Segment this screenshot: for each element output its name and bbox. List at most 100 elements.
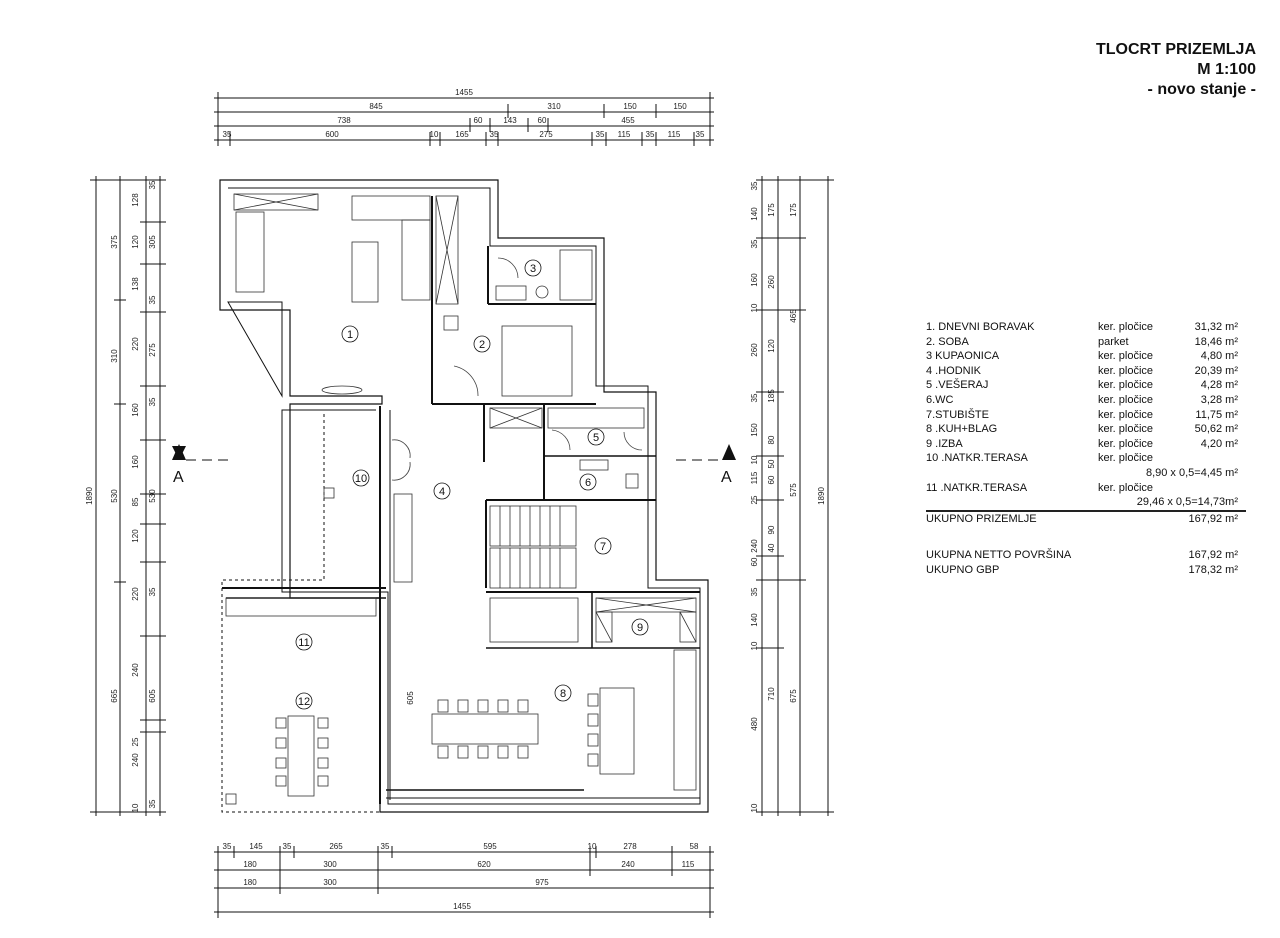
dimension-label: 675 <box>789 689 798 703</box>
dimension-label: 260 <box>767 275 776 289</box>
dimension-label: 160 <box>131 455 140 469</box>
room-number-circle <box>341 325 359 343</box>
room-number-label: 8 <box>560 688 566 700</box>
dimension-label: 1890 <box>85 487 94 505</box>
gbp-label: UKUPNO GBP <box>926 563 1000 576</box>
room-name: 11 .NATKR.TERASA <box>926 481 1028 494</box>
room-material: ker. pločice <box>1098 393 1154 406</box>
dimension-label: 10 <box>750 455 759 464</box>
room-name: 6.WC <box>926 393 954 406</box>
dimension-label: 710 <box>767 687 776 701</box>
dimension-label: 845 <box>369 102 383 111</box>
net-area-value: 167,92 m² <box>1188 549 1238 562</box>
dimension-label: 240 <box>131 663 140 677</box>
room-area-formula: 29,46 x 0,5=14,73m² <box>926 495 1246 511</box>
dimension-label: 575 <box>789 483 798 497</box>
dimension-label: 620 <box>477 860 491 869</box>
dimension-label: 375 <box>110 235 119 249</box>
room-area: 11,75 m² <box>1195 408 1238 421</box>
dimension-label: 35 <box>490 130 499 139</box>
room-area: 18,46 m² <box>1194 335 1238 348</box>
gbp-value: 178,32 m² <box>1188 563 1238 576</box>
gbp-row: UKUPNO GBP 178,32 m² <box>926 563 1246 578</box>
dimension-label: 50 <box>767 459 776 468</box>
dimension-label: 40 <box>767 543 776 552</box>
dimension-label: 115 <box>668 130 681 139</box>
dimension-label: 605 <box>148 689 157 703</box>
dimension-label: 240 <box>621 860 635 869</box>
dimension-label: 35 <box>148 587 157 596</box>
dimension-label: 180 <box>243 860 257 869</box>
terrace-outlines <box>221 414 380 813</box>
room-area: 4,20 m² <box>1200 437 1238 450</box>
dimension-label: 310 <box>110 349 119 363</box>
dimension-label: 10 <box>750 303 759 312</box>
doors <box>391 257 643 481</box>
drawing-title: TLOCRT PRIZEMLJA M 1:100 - novo stanje - <box>1096 40 1256 100</box>
room-area: 50,62 m² <box>1194 423 1238 436</box>
room-number-circle <box>295 692 313 710</box>
dimension-label: 465 <box>789 309 798 323</box>
dimension-label: 1455 <box>455 88 473 97</box>
dimension-label: 150 <box>673 102 687 111</box>
total-ground-label: UKUPNO PRIZEMLJE <box>926 512 1037 525</box>
dimension-label: 85 <box>131 497 140 506</box>
dimension-label: 35 <box>596 130 605 139</box>
title-line-1: TLOCRT PRIZEMLJA <box>1096 41 1256 58</box>
room-number-circle <box>631 618 649 636</box>
room-name: 4 .HODNIK <box>926 364 982 377</box>
dimension-label: 60 <box>750 557 759 566</box>
dimension-label: 240 <box>750 539 759 553</box>
dimension-label: 25 <box>750 495 759 504</box>
room-area: 4,80 m² <box>1200 350 1238 363</box>
dimension-label: 140 <box>750 207 759 221</box>
dimension-label: 35 <box>283 842 292 851</box>
room-area: 4,28 m² <box>1200 379 1238 392</box>
left-dimension-lines <box>90 176 166 816</box>
dimension-label: 738 <box>337 116 351 125</box>
stairs <box>489 505 577 589</box>
dimension-label: 240 <box>131 753 140 767</box>
dimension-label: 140 <box>750 613 759 627</box>
dimension-label: 120 <box>767 339 776 353</box>
dimension-label: 60 <box>767 475 776 484</box>
dimension-label: 128 <box>131 193 140 207</box>
dimension-label: 275 <box>539 130 553 139</box>
dimension-label: 35 <box>696 130 705 139</box>
dimension-label: 60 <box>538 116 547 125</box>
room-number-circle <box>554 684 572 702</box>
room-number-label: 4 <box>439 486 445 498</box>
dimension-label: 60 <box>474 116 483 125</box>
section-arrows <box>172 444 736 460</box>
room-number-circle <box>295 633 313 651</box>
dimension-label: 175 <box>789 203 798 217</box>
legend-total-row: UKUPNO PRIZEMLJE 167,92 m² <box>926 510 1246 527</box>
dimension-label: 665 <box>110 689 119 703</box>
dimension-label: 480 <box>750 717 759 731</box>
dimension-label: 180 <box>243 878 257 887</box>
room-material: ker. pločice <box>1098 408 1154 421</box>
room-material: ker. pločice <box>1098 423 1154 436</box>
net-area-label: UKUPNA NETTO POVRŠINA <box>926 549 1072 562</box>
dimension-label: 175 <box>767 203 776 217</box>
room-number-label: 12 <box>298 696 310 708</box>
room-number-circle <box>352 469 370 487</box>
dimension-label: 120 <box>131 529 140 543</box>
dimension-label: 90 <box>767 525 776 534</box>
dimension-label: 35 <box>148 799 157 808</box>
dimension-label: 58 <box>690 842 699 851</box>
room-number-circle <box>524 259 542 277</box>
dimension-label: 35 <box>148 295 157 304</box>
dimension-label: 10 <box>430 130 439 139</box>
room-name: 7.STUBIŠTE <box>926 408 989 421</box>
dimension-label: 10 <box>750 641 759 650</box>
dimension-label: 35 <box>148 180 157 189</box>
